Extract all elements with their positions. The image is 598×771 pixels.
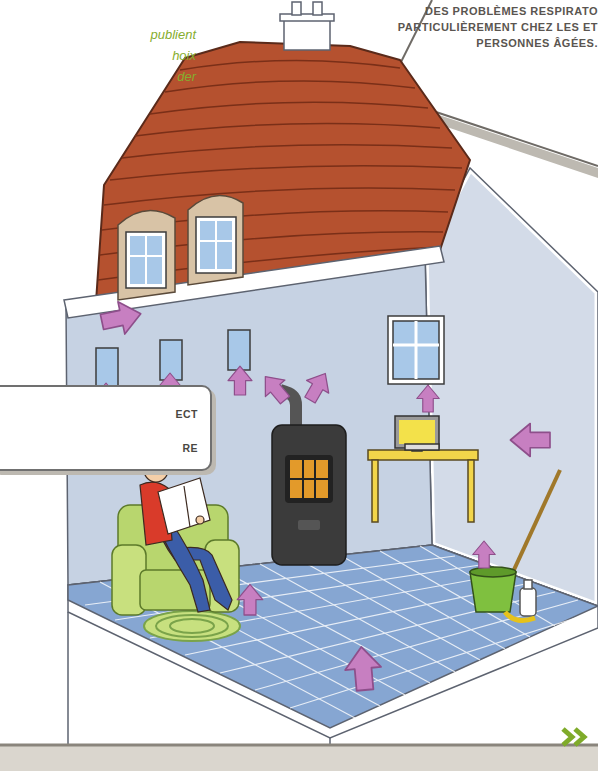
man-reading <box>140 456 232 612</box>
tiled-floor <box>68 545 598 738</box>
roof <box>64 42 470 318</box>
callout-box: ECT RE <box>0 385 212 471</box>
callout-text: DES PROBLÈMES RESPIRATO PARTICULIÈREMENT… <box>385 3 598 51</box>
side-wall-outline <box>425 168 598 606</box>
rug <box>144 611 240 641</box>
footer-band <box>0 745 598 771</box>
wood-stove <box>272 390 346 565</box>
footer-line <box>0 744 598 747</box>
side-wall <box>425 168 598 606</box>
cleaning-products <box>470 470 560 620</box>
pollution-arrows <box>95 298 550 692</box>
chimney <box>280 2 334 50</box>
intro-text: publient hoix der <box>140 24 196 87</box>
next-chevron <box>563 729 584 745</box>
basement <box>68 612 330 745</box>
window <box>96 316 444 386</box>
dormer-window <box>118 195 243 300</box>
desk-computer <box>368 416 478 522</box>
callout-text: ECT RE <box>158 397 198 465</box>
